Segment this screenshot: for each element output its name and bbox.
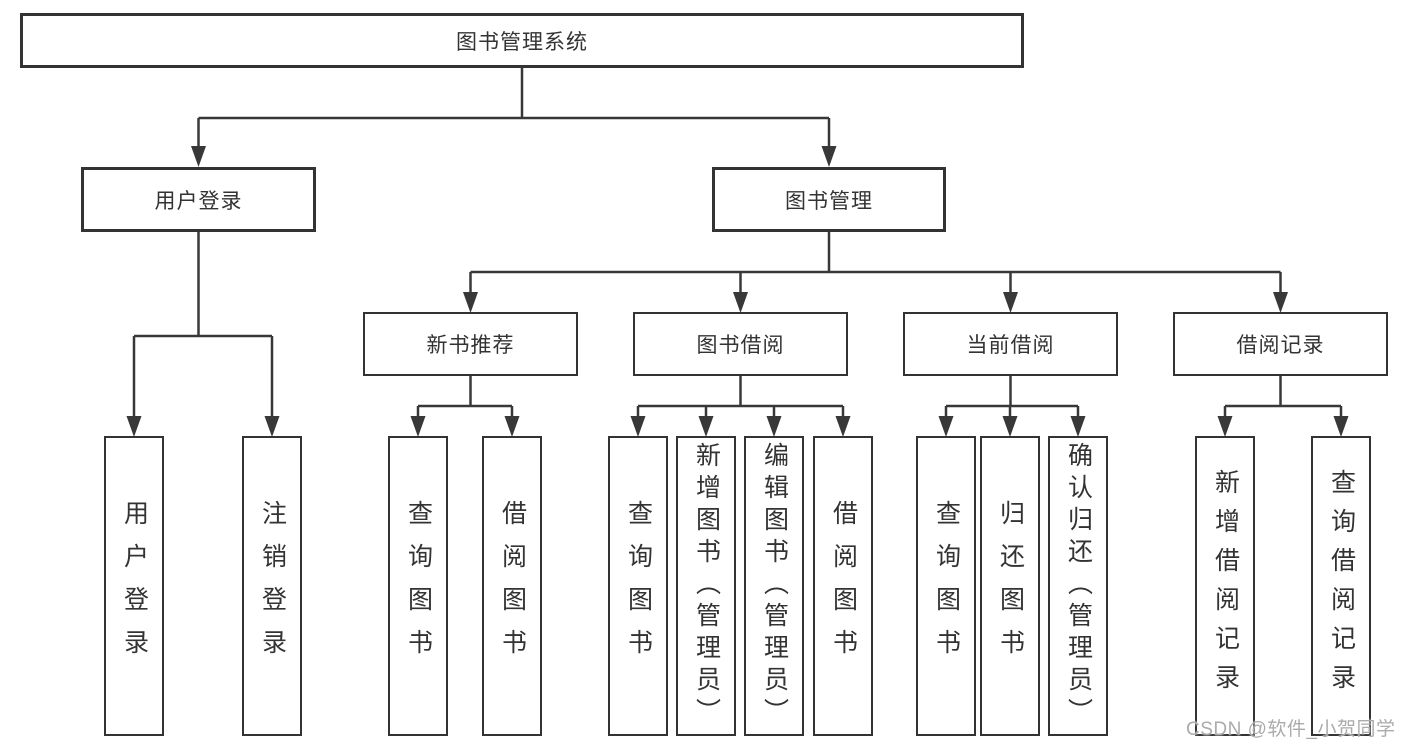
connector-current-borrowing: [938, 376, 1086, 437]
node-library-management-system: 图书管理系统: [20, 13, 1024, 68]
leaf-current-confirm-return-admin: 确认归还（管理员）: [1048, 436, 1108, 736]
leaf-label: 注销登录: [258, 500, 287, 672]
connector-book-borrowing: [630, 376, 851, 437]
node-book-management: 图书管理: [712, 167, 946, 232]
leaf-label: 查询图书: [932, 500, 961, 672]
node-current-borrowing: 当前借阅: [903, 312, 1118, 376]
leaf-label: 新增借阅记录: [1211, 469, 1240, 703]
leaf-label: 新增图书（管理员）: [692, 442, 721, 730]
leaf-recommend-query-books: 查询图书: [388, 436, 448, 736]
leaf-label: 查询借阅记录: [1327, 469, 1356, 703]
leaf-borrowing-add-books-admin: 新增图书（管理员）: [676, 436, 736, 736]
node-user-login: 用户登录: [81, 167, 316, 232]
connector-borrow-records: [1217, 376, 1349, 437]
node-label: 图书管理系统: [456, 30, 588, 54]
csdn-watermark: CSDN @软件_小贺同学: [1186, 719, 1396, 740]
leaf-logout: 注销登录: [242, 436, 302, 736]
leaf-label: 借阅图书: [829, 500, 858, 672]
leaf-recommend-borrow-books: 借阅图书: [482, 436, 542, 736]
node-label: 图书管理: [785, 189, 873, 213]
leaf-label: 借阅图书: [498, 500, 527, 672]
leaf-user-login: 用户登录: [104, 436, 164, 736]
connector-book-management: [463, 232, 1288, 313]
node-new-book-recommendation: 新书推荐: [363, 312, 578, 376]
connector-user-login: [126, 232, 280, 437]
leaf-borrowing-edit-books-admin: 编辑图书（管理员）: [744, 436, 804, 736]
leaf-label: 归还图书: [996, 500, 1025, 672]
leaf-label: 确认归还（管理员）: [1064, 442, 1093, 730]
leaf-label: 用户登录: [120, 500, 149, 672]
leaf-records-query-borrow-record: 查询借阅记录: [1311, 436, 1371, 736]
leaf-current-return-books: 归还图书: [980, 436, 1040, 736]
connector-root: [191, 68, 837, 167]
node-label: 用户登录: [154, 189, 243, 213]
leaf-borrowing-borrow-books: 借阅图书: [813, 436, 873, 736]
node-book-borrowing: 图书借阅: [633, 312, 848, 376]
leaf-records-add-borrow-record: 新增借阅记录: [1195, 436, 1255, 736]
leaf-label: 查询图书: [624, 500, 653, 672]
connector-new-book-recommendation: [410, 376, 520, 437]
node-label: 新书推荐: [426, 334, 515, 357]
node-label: 图书借阅: [696, 334, 785, 357]
node-label: 借阅记录: [1236, 334, 1325, 357]
leaf-borrowing-query-books: 查询图书: [608, 436, 668, 736]
leaf-current-query-books: 查询图书: [916, 436, 976, 736]
node-label: 当前借阅: [966, 334, 1055, 357]
node-borrow-records: 借阅记录: [1173, 312, 1388, 376]
leaf-label: 编辑图书（管理员）: [760, 442, 789, 730]
leaf-label: 查询图书: [404, 500, 433, 672]
